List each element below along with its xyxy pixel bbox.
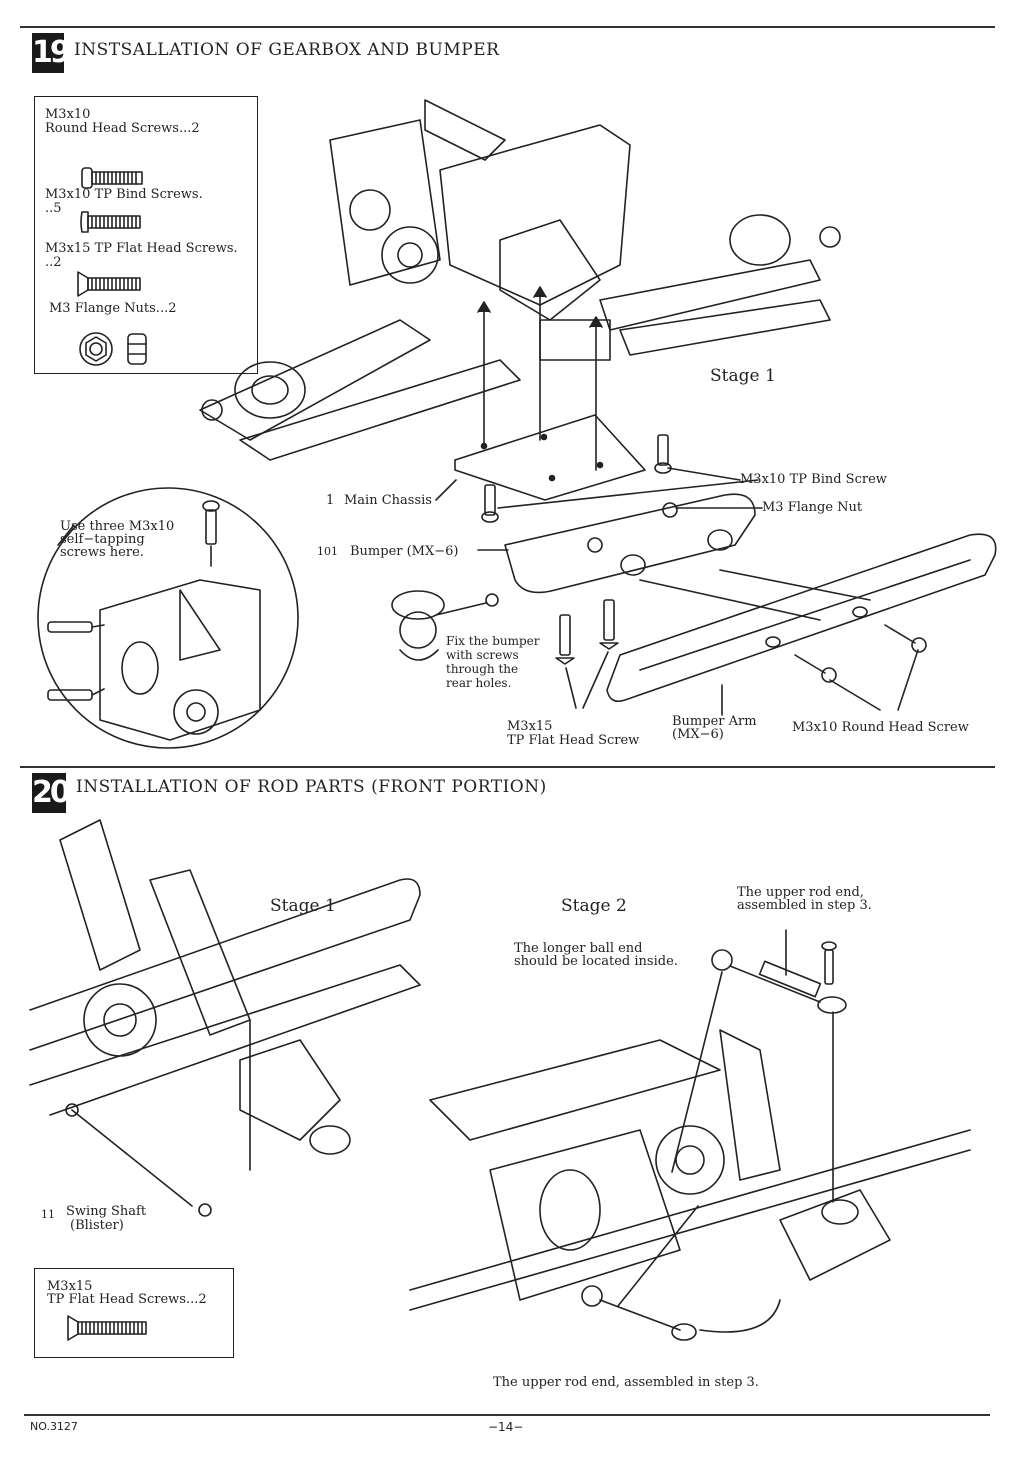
page-number: −14−	[488, 1420, 524, 1434]
gearbox-assembly-drawing	[199, 99, 841, 471]
parts-m3x10-bind-count: ..5	[45, 201, 62, 216]
mascot-figure	[391, 590, 499, 661]
bottom-upper-rod-note: The upper rod end, assembled in step 3.	[493, 1375, 759, 1390]
step-19-parts-box: M3x10 Round Head Screws...2 M3x10 TP Bin…	[34, 96, 258, 374]
stage-2-rod-drawing	[409, 929, 971, 1341]
step-20-stage-2: Stage 2	[561, 896, 627, 916]
flat-head-screw-drawing	[555, 599, 619, 709]
step-20-stage-1: Stage 1	[270, 896, 336, 916]
step-19-stage-1: Stage 1	[710, 366, 776, 386]
parts-flange-nut-label: M3 Flange Nuts...2	[49, 301, 177, 316]
round-screw-label: M3x10 Round Head Screw	[792, 720, 969, 735]
bind-screw-icon	[80, 211, 141, 233]
flat-head-screw-icon	[77, 271, 141, 297]
round-head-screw-icon	[81, 167, 143, 189]
ball-end-note-line1: The longer ball end	[514, 941, 643, 956]
fix-note-line4: rear holes.	[446, 676, 512, 690]
document-number: NO.3127	[30, 1420, 78, 1433]
fix-note-line3: through the	[446, 662, 519, 676]
bumper-label: Bumper (MX−6)	[350, 544, 459, 559]
ball-end-note-line2: should be located inside.	[514, 954, 678, 969]
main-chassis-drawing	[435, 414, 646, 501]
inset-detail-circle	[37, 487, 299, 749]
bottom-rule	[24, 1414, 990, 1416]
swing-shaft-label-line1: Swing Shaft	[66, 1204, 147, 1219]
flange-nut-label: M3 Flange Nut	[762, 500, 863, 515]
bumper-arm-label-line2: (MX−6)	[672, 727, 724, 742]
swing-shaft-number: 11	[41, 1208, 55, 1221]
step-19-title: INSTSALLATION OF GEARBOX AND BUMPER	[74, 40, 500, 60]
parts-m3x10-bind-label: M3x10 TP Bind Screws.	[45, 187, 203, 202]
step-20-badge: 20	[32, 773, 71, 813]
bumper-drawing	[477, 493, 763, 594]
flange-nut-icon	[79, 332, 147, 366]
step-20-title: INSTALLATION OF ROD PARTS (FRONT PORTION…	[76, 777, 547, 797]
upper-rod-note-line2: assembled in step 3.	[737, 898, 872, 913]
step-20-parts-box: M3x15 TP Flat Head Screws...2	[34, 1268, 234, 1358]
bind-screw-drawing	[481, 434, 759, 523]
top-rule	[20, 26, 995, 28]
stage-1-rod-drawing	[29, 819, 421, 1217]
step-20-flat-head-screw-icon	[67, 1315, 147, 1341]
inset-note-line3: screws here.	[60, 545, 144, 560]
fix-note-line1: Fix the bumper	[446, 634, 540, 648]
flat-screw-label-line2: TP Flat Head Screw	[507, 733, 640, 748]
fix-note-line2: with screws	[446, 648, 519, 662]
parts-m3x15-flat-count-20: TP Flat Head Screws...2	[47, 1292, 207, 1307]
upper-rod-note-line1: The upper rod end,	[737, 885, 864, 900]
bumper-arm-drawing	[606, 533, 997, 716]
inset-note-line1: Use three M3x10	[60, 519, 175, 534]
swing-shaft-label-line2: (Blister)	[70, 1218, 124, 1233]
main-chassis-label: Main Chassis	[344, 493, 432, 508]
bind-screw-label: M3x10 TP Bind Screw	[740, 472, 887, 487]
parts-m3x15-flat-label-20: M3x15	[47, 1279, 93, 1294]
bumper-arm-label-line1: Bumper Arm	[672, 714, 757, 729]
parts-m3x15-flat-label: M3x15 TP Flat Head Screws.	[45, 241, 238, 256]
middle-rule	[20, 766, 995, 768]
parts-m3x10-round-label: M3x10	[45, 107, 91, 122]
round-head-screw-drawing	[794, 624, 927, 711]
bumper-number: 101	[317, 545, 338, 558]
flat-screw-label-line1: M3x15	[507, 719, 553, 734]
main-chassis-number: 1	[326, 493, 335, 508]
parts-m3x15-flat-count: ..2	[45, 255, 62, 270]
inset-note-line2: self−tapping	[60, 532, 145, 547]
parts-m3x10-round-count: Round Head Screws...2	[45, 121, 200, 136]
